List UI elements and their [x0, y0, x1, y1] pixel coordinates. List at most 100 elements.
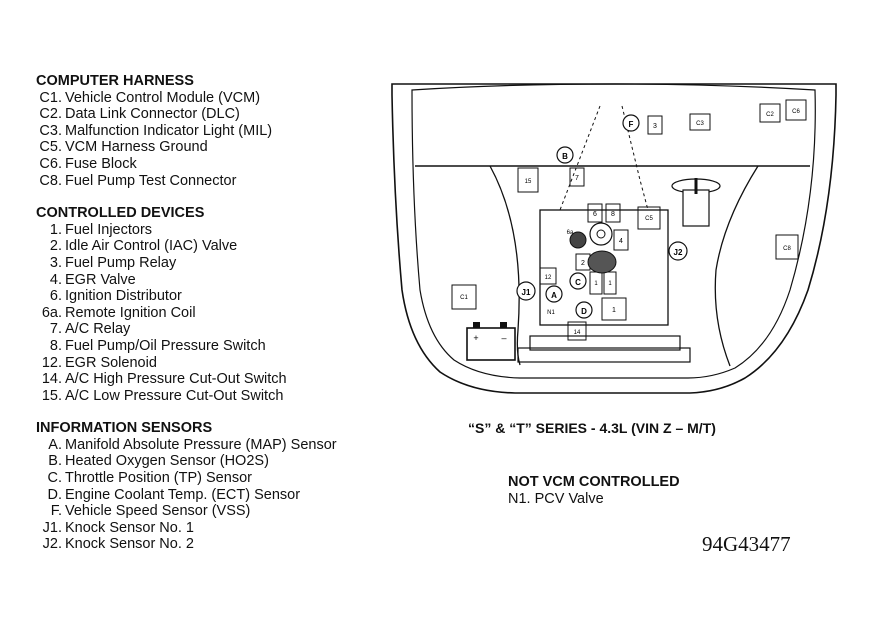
legend-item: B.Heated Oxygen Sensor (HO2S) [48, 453, 269, 470]
legend-item: 12.EGR Solenoid [41, 354, 157, 371]
component-7 [569, 167, 585, 187]
component-12 [539, 267, 557, 285]
component-c5 [637, 206, 661, 230]
battery-plus: + [473, 333, 478, 343]
component-c8 [775, 234, 799, 260]
sensor-c-marker [569, 272, 587, 290]
label-c3: C3 [696, 121, 704, 127]
component-c1 [451, 284, 477, 310]
label-1-injector: 1 [612, 307, 616, 314]
section-information-sensors: INFORMATION SENSORS A.Manifold Absolute … [36, 420, 396, 553]
component-1-injector [601, 297, 627, 321]
label-1b: 1 [594, 281, 598, 287]
component-8 [605, 203, 621, 223]
label-4: 4 [619, 238, 623, 245]
legend-item: 14.A/C High Pressure Cut-Out Switch [41, 371, 287, 388]
label-3: 3 [653, 123, 657, 130]
sensor-j2-marker [668, 241, 688, 261]
legend-item: 4.EGR Valve [49, 271, 136, 288]
throttle-body [589, 222, 613, 246]
legend-item: C6.Fuse Block [39, 155, 137, 172]
label-6a: 6a [567, 230, 574, 236]
vehicle-outline [391, 83, 837, 394]
component-6a [569, 231, 587, 249]
label-8: 8 [611, 211, 615, 218]
legend-item: C.Throttle Position (TP) Sensor [47, 470, 252, 487]
battery-post-right [500, 322, 507, 328]
label-c: C [575, 278, 581, 287]
battery-post-left [473, 322, 480, 328]
section-title: COMPUTER HARNESS [36, 73, 194, 89]
label-j1: J1 [522, 288, 531, 297]
component-c6 [785, 99, 807, 121]
legend-item: C5.VCM Harness Ground [39, 139, 208, 156]
component-3 [647, 115, 663, 135]
right-fender [714, 165, 759, 367]
component-14 [567, 321, 587, 341]
section-computer-harness: COMPUTER HARNESS C1.Vehicle Control Modu… [36, 73, 396, 189]
component-c3 [689, 113, 711, 131]
legend-item: C1.Vehicle Control Module (VCM) [39, 89, 261, 106]
label-j2: J2 [674, 248, 683, 257]
component-c2 [759, 103, 781, 123]
egr-valve-hatched [587, 250, 617, 274]
wire-c2 [559, 105, 601, 211]
throttle-body-hub [596, 229, 606, 239]
legend-item: 2.Idle Air Control (IAC) Valve [49, 238, 238, 255]
inner-outline [411, 83, 816, 379]
label-7: 7 [575, 175, 579, 182]
sensor-b-marker [556, 146, 574, 164]
legend-item: 15.A/C Low Pressure Cut-Out Switch [41, 387, 284, 404]
battery-minus: – [501, 333, 506, 343]
not-vcm-title: NOT VCM CONTROLLED [508, 474, 680, 490]
label-1c: 1 [608, 281, 612, 287]
engine-bay-diagram: + – C3 C2 C6 3 15 7 C5 C8 C1 6 8 4 12 2 … [391, 83, 837, 394]
label-c6: C6 [792, 109, 800, 115]
label-14: 14 [574, 330, 581, 336]
legend-item: C3.Malfunction Indicator Light (MIL) [39, 122, 273, 139]
sensor-d-marker [575, 301, 593, 319]
component-4 [613, 229, 629, 251]
legend-item: 3.Fuel Pump Relay [49, 254, 177, 271]
label-c8: C8 [783, 246, 791, 252]
legend-item: 6.Ignition Distributor [49, 288, 182, 305]
sensor-j1-marker [516, 281, 536, 301]
component-15 [517, 167, 539, 193]
label-a: A [551, 291, 557, 300]
legend-item: 1.Fuel Injectors [49, 221, 153, 238]
not-vcm-controlled: NOT VCM CONTROLLED N1. PCV Valve [508, 474, 680, 508]
label-c5: C5 [645, 216, 653, 222]
label-f: F [629, 120, 634, 129]
label-b: B [562, 152, 568, 161]
legend-item: J1.Knock Sensor No. 1 [42, 519, 194, 536]
label-n1: N1 [547, 310, 555, 316]
label-15: 15 [525, 179, 532, 185]
legend-item: 8.Fuel Pump/Oil Pressure Switch [49, 337, 266, 354]
label-c2: C2 [766, 112, 774, 118]
legend-item: 7.A/C Relay [49, 321, 131, 338]
distributor-body [682, 189, 710, 227]
engine-base [529, 335, 681, 351]
section-title: CONTROLLED DEVICES [36, 205, 205, 222]
label-6: 6 [593, 211, 597, 218]
component-6 [587, 203, 603, 223]
legend-item: C8.Fuel Pump Test Connector [39, 172, 237, 189]
figure-id: 94G43477 [702, 532, 791, 556]
not-vcm-item: N1. PCV Valve [508, 491, 604, 507]
legend: COMPUTER HARNESS C1.Vehicle Control Modu… [36, 73, 396, 553]
legend-item: A.Manifold Absolute Pressure (MAP) Senso… [48, 436, 337, 453]
sensor-a-marker [545, 285, 563, 303]
label-c1: C1 [460, 295, 468, 301]
label-d: D [581, 307, 587, 316]
sensor-f-marker [622, 114, 640, 132]
battery [466, 327, 516, 361]
engine-base-2 [517, 347, 691, 363]
legend-item: F.Vehicle Speed Sensor (VSS) [50, 503, 251, 520]
diagram-caption: “S” & “T” SERIES - 4.3L (VIN Z – M/T) [468, 420, 716, 436]
section-controlled-devices: CONTROLLED DEVICES 1.Fuel Injectors 2.Id… [36, 205, 396, 404]
label-12: 12 [545, 275, 552, 281]
legend-item: D.Engine Coolant Temp. (ECT) Sensor [47, 486, 301, 503]
component-1c [603, 271, 617, 295]
legend-item: C2.Data Link Connector (DLC) [39, 106, 240, 123]
section-title: INFORMATION SENSORS [36, 420, 213, 437]
